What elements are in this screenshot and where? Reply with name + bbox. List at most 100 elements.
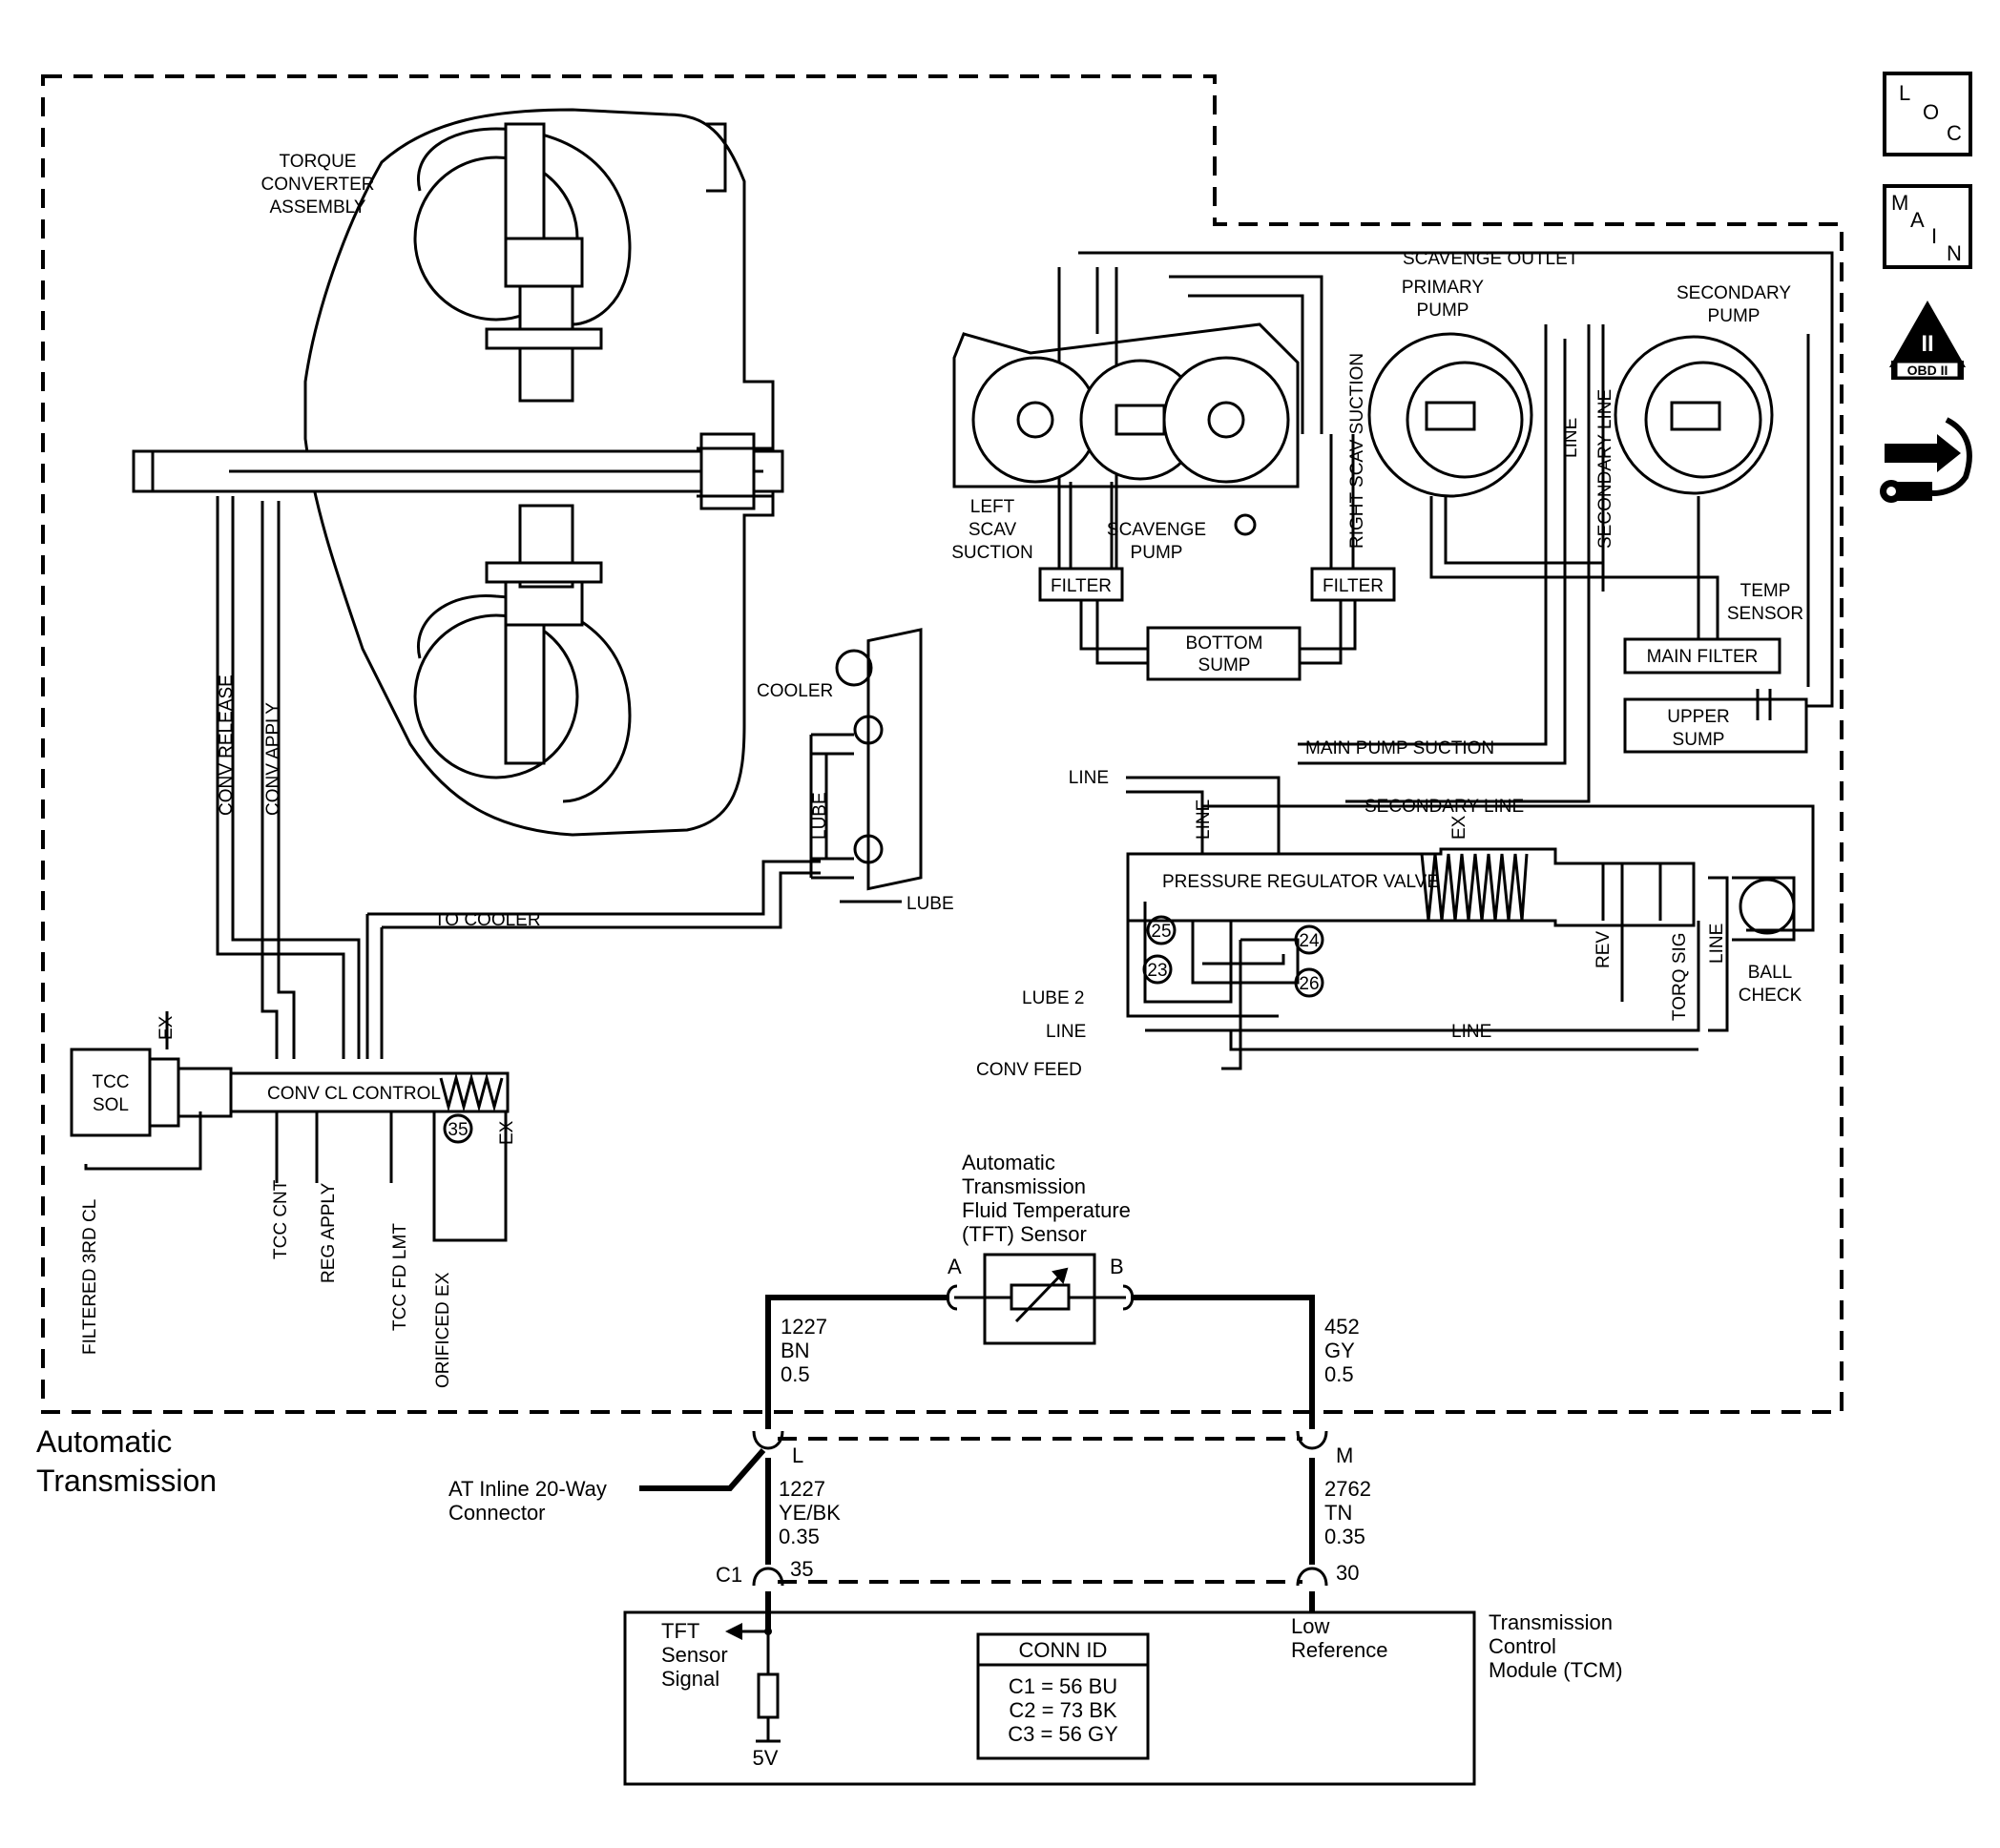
obd-ii-text: OBD II — [1907, 363, 1948, 378]
sensor-title-line4: (TFT) Sensor — [962, 1222, 1087, 1246]
conv-release-label: CONV RELEASE — [217, 675, 237, 816]
lube-vertical-label: LUBE — [810, 792, 830, 840]
loc-icon-l: L — [1899, 81, 1910, 105]
tft-signal-line3: Signal — [661, 1667, 719, 1691]
orifice-24 — [1294, 924, 1324, 955]
orifice-25 — [1146, 915, 1177, 945]
low-reference-line2: Reference — [1291, 1638, 1388, 1662]
tcm-name-line3: Module (TCM) — [1489, 1658, 1623, 1682]
wire1-number: 1227 — [781, 1315, 827, 1339]
main-icon-m: M — [1891, 191, 1908, 215]
wire2-size: 0.5 — [1324, 1362, 1354, 1386]
primary-pump-line1: PRIMARY — [1402, 278, 1485, 298]
ball-check-line1: BALL — [1748, 963, 1792, 983]
sensor-title-line3: Fluid Temperature — [962, 1198, 1131, 1222]
reg-apply-label: REG APPLY — [319, 1182, 339, 1283]
main-icon-n: N — [1947, 241, 1962, 265]
wire1-color: BN — [781, 1339, 810, 1362]
connector-c1: C1 — [716, 1563, 742, 1587]
ball-check-line2: CHECK — [1739, 986, 1802, 1006]
filtered-3rd-cl-label: FILTERED 3RD CL — [80, 1199, 100, 1355]
bottom-sump-line1: BOTTOM — [1186, 633, 1263, 654]
tc-title-line3: ASSEMBLY — [269, 197, 365, 218]
obd-ii-icon[interactable]: II OBD II — [1889, 301, 1966, 380]
sensor-title-line1: Automatic — [962, 1151, 1055, 1174]
harness-wires — [639, 1295, 1328, 1612]
rev-label: REV — [1594, 931, 1614, 968]
tcc-solenoid-assembly — [70, 1011, 510, 1242]
tft-signal-line1: TFT — [661, 1619, 699, 1643]
wire4-color: TN — [1324, 1501, 1352, 1525]
main-icon-i: I — [1931, 224, 1937, 248]
main-icon[interactable]: M A I N — [1883, 184, 1972, 269]
conv-cl-control-label: CONV CL CONTROL — [267, 1084, 441, 1104]
upper-sump-line2: SUMP — [1673, 730, 1725, 750]
conv-feed-label: CONV FEED — [976, 1060, 1082, 1080]
tcm-5v-label: 5V — [753, 1746, 779, 1770]
tcc-sol-line1: TCC — [92, 1072, 129, 1092]
wire4-number: 2762 — [1324, 1477, 1371, 1501]
loc-icon-c: C — [1947, 121, 1962, 145]
inline-connector-label-line1: AT Inline 20-Way — [448, 1477, 607, 1501]
torque-converter — [132, 108, 784, 837]
orifice-25-number: 25 — [1151, 922, 1171, 942]
loc-icon-o: O — [1923, 100, 1939, 124]
orificed-ex-label: ORIFICED EX — [433, 1272, 453, 1388]
scavenge-outlet-label: SCAVENGE OUTLET — [1403, 249, 1579, 269]
tft-sensor — [946, 1253, 1135, 1345]
cooler — [809, 628, 923, 891]
section-label-line1: Automatic — [36, 1424, 172, 1459]
torq-sig-label: TORQ SIG — [1670, 932, 1690, 1021]
cooler-label: COOLER — [757, 681, 833, 701]
filter-right-label: FILTER — [1323, 576, 1384, 596]
wire1-size: 0.5 — [781, 1362, 810, 1386]
main-pump-suction-label: MAIN PUMP SUCTION — [1305, 738, 1494, 758]
connector-pin-35: 35 — [790, 1557, 813, 1581]
pressure-regulator-valve-label: PRESSURE REGULATOR VALVE — [1162, 872, 1439, 892]
main-icon-a: A — [1910, 208, 1925, 232]
tcm-internal-circuit — [725, 1612, 781, 1743]
orifice-23-number: 23 — [1147, 961, 1167, 981]
line-left-label: LINE — [1069, 768, 1109, 788]
sensor-title-line2: Transmission — [962, 1174, 1086, 1198]
conn-id-c3: C3 = 56 GY — [1008, 1722, 1118, 1746]
orifice-26 — [1294, 967, 1324, 998]
conn-id-c1: C1 = 56 BU — [1009, 1674, 1117, 1698]
line-vert-label: LINE — [1194, 799, 1214, 840]
bottom-sump-line2: SUMP — [1198, 655, 1251, 675]
secondary-pump-line2: PUMP — [1708, 306, 1760, 326]
tcc-fd-lmt-label: TCC FD LMT — [390, 1223, 410, 1331]
scavenge-pump-line2: PUMP — [1131, 543, 1183, 563]
hand-wrench-icon[interactable] — [1880, 417, 1972, 503]
tc-title-line2: CONVERTER — [261, 175, 375, 195]
tft-signal-line2: Sensor — [661, 1643, 728, 1667]
line-bottom-mid-label: LINE — [1451, 1022, 1491, 1042]
orifice-23 — [1142, 954, 1173, 985]
lube-out-label: LUBE — [906, 894, 954, 914]
sensor-pin-a: A — [948, 1255, 962, 1278]
low-reference-line1: Low — [1291, 1614, 1329, 1638]
line-bottom-left-label: LINE — [1046, 1022, 1086, 1042]
wire2-number: 452 — [1324, 1315, 1360, 1339]
left-scav-line1: LEFT — [970, 497, 1015, 517]
secondary-line-vertical-label: SECONDARY LINE — [1595, 389, 1615, 549]
loc-icon[interactable]: L O C — [1883, 72, 1972, 156]
line-right-label: LINE — [1707, 924, 1727, 964]
connector-pin-30: 30 — [1336, 1561, 1359, 1585]
connector-pin-l: L — [792, 1443, 803, 1467]
temp-sensor-line1: TEMP — [1740, 581, 1791, 601]
orifice-26-number: 26 — [1299, 974, 1319, 994]
line-vertical-label: LINE — [1561, 418, 1581, 458]
filter-left-label: FILTER — [1051, 576, 1112, 596]
to-cooler-label: TO COOLER — [434, 910, 541, 930]
conn-id-title: CONN ID — [1019, 1638, 1108, 1662]
lube2-label: LUBE 2 — [1022, 988, 1084, 1008]
left-scav-line3: SUCTION — [951, 543, 1033, 563]
section-label-line2: Transmission — [36, 1464, 217, 1498]
wire4-size: 0.35 — [1324, 1525, 1365, 1548]
conv-apply-label: CONV APPLY — [263, 702, 283, 816]
upper-sump-line1: UPPER — [1667, 707, 1729, 727]
tcc-cnt-label: TCC CNT — [271, 1179, 291, 1259]
main-filter-label: MAIN FILTER — [1647, 647, 1759, 667]
